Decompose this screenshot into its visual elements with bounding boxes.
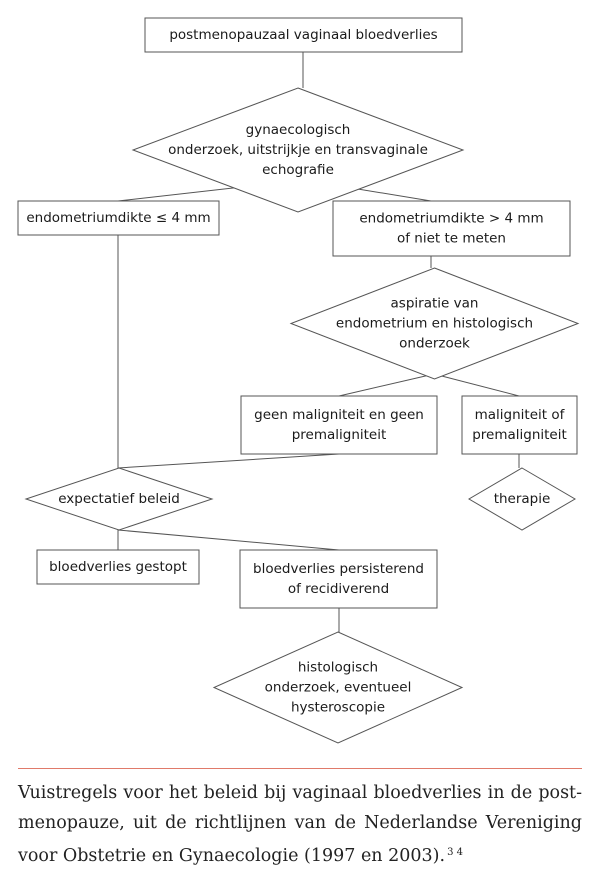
node-label: endometrium en histologisch	[336, 316, 533, 332]
node-label: onderzoek, eventueel	[265, 680, 412, 696]
node-label: endometriumdikte > 4 mm	[359, 211, 543, 227]
thick-endometrium-box: endometriumdikte > 4 mm of niet te meten	[332, 200, 571, 257]
figure-caption: Vuistregels voor het beleid bij vaginaal…	[18, 778, 582, 871]
expectant-decision: expectatief beleid	[24, 467, 214, 531]
node-label: of niet te meten	[397, 231, 506, 247]
bleeding-persisting-box: bloedverlies persisterend of recidiverend	[239, 549, 438, 609]
caption-divider	[18, 768, 582, 769]
node-label: postmenopauzaal vaginaal bloedverlies	[169, 27, 437, 43]
decision-diamond-shape	[289, 267, 580, 380]
decision-diamond-shape	[24, 467, 214, 531]
exam-decision: gynaecologisch onderzoek, uitstrijkje en …	[131, 87, 465, 213]
node-label: maligniteit of	[475, 407, 566, 423]
node-label: expectatief beleid	[58, 491, 180, 507]
process-box-shape	[144, 17, 463, 53]
caption-references: 3 4	[447, 847, 463, 858]
connector-line	[117, 453, 340, 469]
thin-endometrium-box: endometriumdikte ≤ 4 mm	[17, 200, 220, 236]
node-label: gynaecologisch	[246, 122, 351, 138]
node-label: premaligniteit	[472, 427, 567, 443]
histology-decision: histologisch onderzoek, eventueel hysteros…	[212, 631, 464, 744]
process-box-shape	[36, 549, 200, 585]
decision-diamond-shape	[468, 467, 576, 531]
therapy-decision: therapie	[468, 467, 576, 531]
node-label: endometriumdikte ≤ 4 mm	[26, 210, 210, 226]
aspiration-decision: aspiratie van endometrium en histologisch…	[289, 267, 580, 380]
decision-diamond-shape	[212, 631, 464, 744]
node-label: therapie	[494, 491, 551, 507]
flowchart: postmenopauzaal vaginaal bloedverlies gyn…	[17, 17, 580, 744]
connector-line	[117, 529, 340, 551]
process-box-shape	[461, 395, 578, 455]
process-box-shape	[332, 200, 571, 257]
connector-line	[338, 373, 435, 397]
node-label: premaligniteit	[292, 427, 387, 443]
node-label: onderzoek	[399, 336, 470, 352]
process-box-shape	[240, 395, 438, 455]
node-label: bloedverlies persisterend	[253, 561, 424, 577]
node-label: geen maligniteit en geen	[254, 407, 424, 423]
node-label: onderzoek, uitstrijkje en transvaginale	[168, 142, 428, 158]
connector-line	[433, 373, 520, 397]
no-malignancy-box: geen maligniteit en geen premaligniteit	[240, 395, 438, 455]
process-box-shape	[17, 200, 220, 236]
node-label: bloedverlies gestopt	[49, 559, 187, 575]
malignancy-box: maligniteit of premaligniteit	[461, 395, 578, 455]
decision-diamond-shape	[131, 87, 465, 213]
node-label: echografie	[262, 162, 334, 178]
node-label: aspiratie van	[391, 296, 479, 312]
start-box: postmenopauzaal vaginaal bloedverlies	[144, 17, 463, 53]
node-label: of recidiverend	[288, 581, 389, 597]
process-box-shape	[239, 549, 438, 609]
bleeding-stopped-box: bloedverlies gestopt	[36, 549, 200, 585]
caption-text: Vuistregels voor het beleid bij vaginaal…	[18, 783, 582, 866]
node-label: histologisch	[298, 660, 378, 676]
node-label: hysteroscopie	[291, 700, 385, 716]
